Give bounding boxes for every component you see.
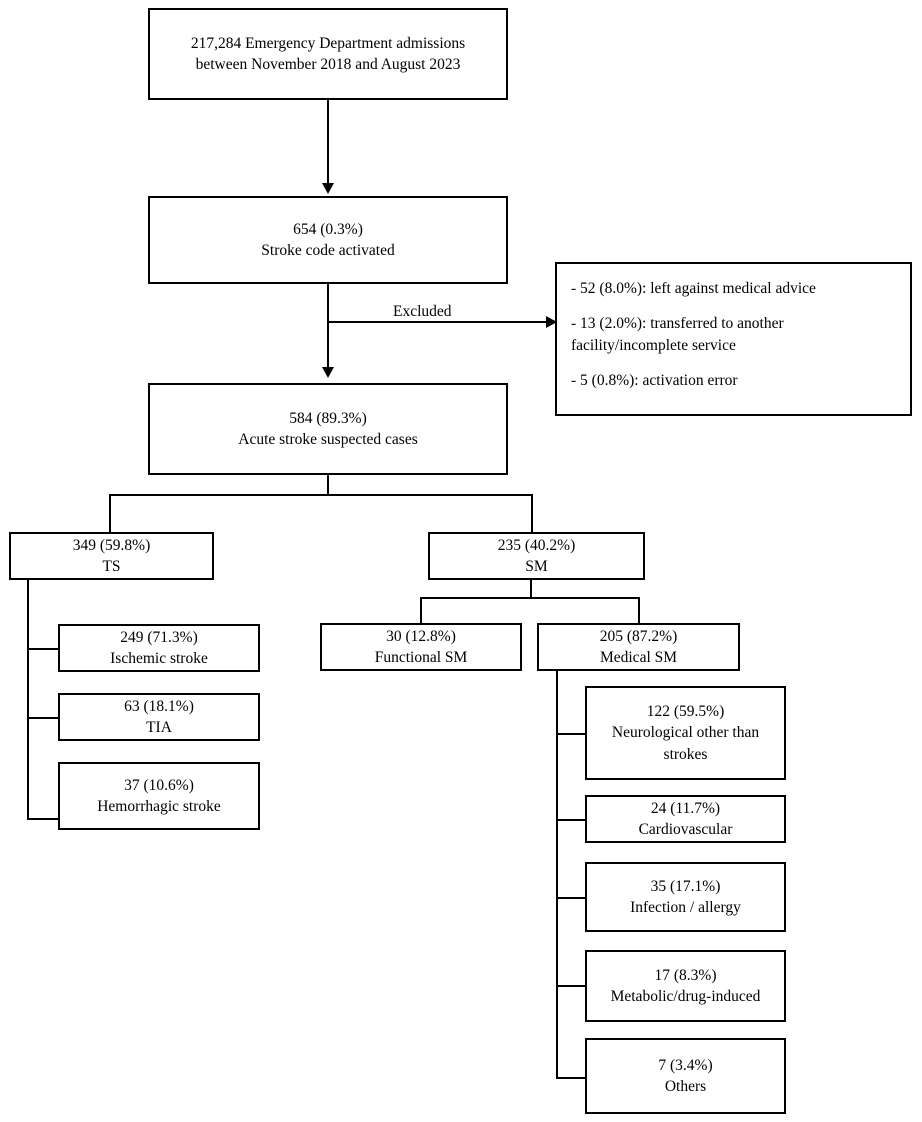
connector-medicalsm-to-cardiovascular	[556, 819, 587, 821]
node-sm-line1: 235 (40.2%)	[497, 536, 576, 554]
node-functional-sm: 30 (12.8%) Functional SM	[320, 623, 522, 671]
arrow-strokecode-to-suspected-icon	[322, 367, 334, 378]
node-admissions-line1: 217,284 Emergency Department admissions	[190, 34, 466, 52]
node-tia-line2: TIA	[146, 719, 172, 736]
node-infection-allergy-line2: Infection / allergy	[630, 899, 741, 916]
connector-medicalsm-spine	[556, 669, 558, 1079]
connector-to-medical-sm	[638, 597, 640, 624]
connector-to-functional-sm	[420, 597, 422, 624]
connector-suspected-stem	[327, 475, 329, 495]
node-hemorrhagic-stroke-line1: 37 (10.6%)	[124, 776, 194, 794]
node-functional-sm-line2: Functional SM	[374, 649, 468, 666]
connector-ts-to-ischemic	[27, 648, 60, 650]
node-sm-line2: SM	[525, 558, 548, 575]
node-others: 7 (3.4%) Others	[585, 1038, 786, 1114]
node-sm: 235 (40.2%) SM	[428, 532, 645, 580]
node-functional-sm-line1: 30 (12.8%)	[386, 627, 456, 645]
node-neurological: 122 (59.5%) Neurological other than stro…	[585, 686, 786, 780]
connector-medicalsm-to-others	[556, 1077, 587, 1079]
node-cardiovascular: 24 (11.7%) Cardiovascular	[585, 795, 786, 843]
node-metabolic-drug-induced-line1: 17 (8.3%)	[654, 966, 717, 984]
node-stroke-code-line2: Stroke code activated	[261, 242, 395, 259]
connector-strokecode-to-suspected	[327, 284, 329, 370]
connector-medicalsm-to-infection	[556, 897, 587, 899]
node-suspected-line1: 584 (89.3%)	[289, 409, 367, 427]
node-hemorrhagic-stroke: 37 (10.6%) Hemorrhagic stroke	[58, 762, 260, 830]
node-ischemic-stroke-line2: Ischemic stroke	[110, 650, 208, 667]
node-ts-line2: TS	[102, 558, 121, 575]
node-ischemic-stroke-line1: 249 (71.3%)	[120, 628, 198, 646]
excluded-reason-1: - 52 (8.0%): left against medical advice	[571, 280, 816, 297]
node-medical-sm-line2: Medical SM	[599, 649, 678, 666]
node-cardiovascular-line2: Cardiovascular	[638, 821, 733, 838]
connector-excluded-horizontal	[328, 321, 548, 323]
connector-sm-stem	[530, 578, 532, 598]
connector-suspected-split-bar	[109, 494, 533, 496]
node-medical-sm: 205 (87.2%) Medical SM	[537, 623, 740, 671]
excluded-reason-3: - 5 (0.8%): activation error	[571, 372, 738, 389]
node-tia: 63 (18.1%) TIA	[58, 693, 260, 741]
node-excluded-reasons: - 52 (8.0%): left against medical advice…	[555, 262, 912, 416]
connector-medicalsm-to-neurological	[556, 733, 587, 735]
node-cardiovascular-line1: 24 (11.7%)	[650, 799, 721, 817]
connector-ts-to-tia	[27, 717, 60, 719]
node-ts-line1: 349 (59.8%)	[72, 536, 151, 554]
connector-admissions-to-strokecode	[327, 100, 329, 186]
node-others-line1: 7 (3.4%)	[658, 1056, 713, 1074]
connector-sm-split-bar	[420, 597, 640, 599]
node-infection-allergy-line1: 35 (17.1%)	[650, 877, 721, 895]
edge-label-excluded: Excluded	[390, 303, 455, 321]
connector-to-ts	[109, 494, 111, 534]
node-ts: 349 (59.8%) TS	[9, 532, 214, 580]
node-metabolic-drug-induced-line2: Metabolic/drug-induced	[610, 988, 761, 1005]
node-neurological-line2: Neurological other than strokes	[611, 724, 760, 763]
connector-medicalsm-to-metabolic	[556, 985, 587, 987]
connector-ts-to-hemorrhagic	[27, 818, 60, 820]
node-tia-line1: 63 (18.1%)	[124, 697, 194, 715]
node-admissions-line2: between November 2018 and August 2023	[195, 56, 461, 73]
node-suspected-line2: Acute stroke suspected cases	[238, 431, 418, 448]
node-ischemic-stroke: 249 (71.3%) Ischemic stroke	[58, 624, 260, 672]
node-stroke-code-line1: 654 (0.3%)	[293, 220, 363, 238]
node-suspected: 584 (89.3%) Acute stroke suspected cases	[148, 383, 508, 475]
node-stroke-code: 654 (0.3%) Stroke code activated	[148, 196, 508, 284]
node-neurological-line1: 122 (59.5%)	[646, 702, 725, 720]
node-admissions: 217,284 Emergency Department admissions …	[148, 8, 508, 100]
node-hemorrhagic-stroke-line2: Hemorrhagic stroke	[97, 798, 221, 815]
connector-to-sm	[531, 494, 533, 534]
node-infection-allergy: 35 (17.1%) Infection / allergy	[585, 862, 786, 932]
arrow-excluded-icon	[546, 316, 557, 328]
node-others-line2: Others	[664, 1078, 707, 1095]
node-medical-sm-line1: 205 (87.2%)	[599, 627, 678, 645]
arrow-admissions-to-strokecode-icon	[322, 183, 334, 194]
excluded-reason-2: - 13 (2.0%): transferred to another faci…	[571, 315, 784, 354]
node-metabolic-drug-induced: 17 (8.3%) Metabolic/drug-induced	[585, 950, 786, 1022]
connector-ts-spine	[27, 578, 29, 820]
